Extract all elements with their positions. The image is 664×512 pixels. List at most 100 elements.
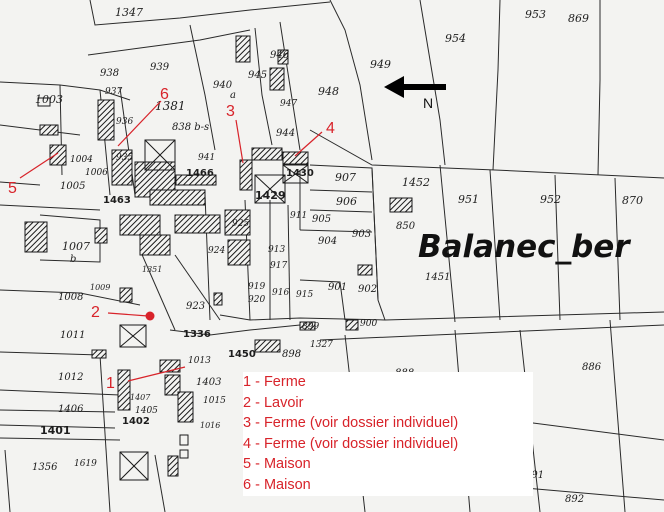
parcel-label: 1406 xyxy=(58,404,84,415)
parcel-label: 937 xyxy=(105,87,122,97)
parcel-label: 916 xyxy=(272,288,289,298)
parcel-label: 911 xyxy=(290,211,307,221)
buildings xyxy=(24,35,413,477)
parcel-label: 901 xyxy=(328,282,347,293)
parcel-label: 949 xyxy=(370,58,391,71)
parcel-label: 1430 xyxy=(286,168,314,179)
parcel-label: 945 xyxy=(248,70,267,81)
parcel-label: 1007 xyxy=(62,240,90,253)
parcel-label: 1336 xyxy=(183,329,211,340)
parcel-label: 924 xyxy=(208,246,225,256)
parcel-label: 952 xyxy=(540,193,561,206)
parcel-label: 1356 xyxy=(32,462,58,473)
parcel-label: 1351 xyxy=(142,265,162,274)
parcel-label: 940 xyxy=(213,80,233,91)
place-name: Balanec_ber xyxy=(418,229,631,265)
marker-3: 3 xyxy=(226,103,235,120)
parcel-label: 920 xyxy=(248,295,265,305)
parcel-label: 1407 xyxy=(130,393,151,402)
parcel-label: 915 xyxy=(296,290,313,300)
parcel-label: 900 xyxy=(360,319,377,329)
legend-item-6: 6 - Maison xyxy=(243,476,311,493)
parcel-label: 838 b-s xyxy=(172,122,209,133)
legend-item-3: 3 - Ferme (voir dossier individuel) xyxy=(243,415,459,432)
parcel-label: 1005 xyxy=(60,181,85,192)
parcel-label: 850 xyxy=(396,221,416,232)
north-arrow-icon: N xyxy=(384,76,446,111)
parcel-label: 1003 xyxy=(35,93,63,106)
parcel-label: 936 xyxy=(116,117,133,127)
outlined-buildings xyxy=(37,97,309,481)
parcel-label: 899 xyxy=(302,322,319,332)
lavoir-dot xyxy=(145,311,155,321)
parcel-label: 1015 xyxy=(203,396,226,406)
parcel-label: 919 xyxy=(248,282,265,292)
parcel-label: 1429 xyxy=(255,189,286,202)
parcel-label: 1327 xyxy=(310,340,333,350)
parcel-label: 951 xyxy=(458,193,479,206)
parcel-label: 1381 xyxy=(155,99,186,113)
parcel-label: 905 xyxy=(312,214,331,225)
parcel-label: 1009 xyxy=(90,283,110,292)
parcel-label: 1004 xyxy=(70,155,93,165)
marker-4: 4 xyxy=(326,120,335,137)
parcel-label: 946 xyxy=(270,50,290,61)
marker-1: 1 xyxy=(106,375,115,392)
legend-item-1: 1 - Ferme xyxy=(243,374,306,390)
parcel-label: 892 xyxy=(565,494,584,505)
parcel-label: 939 xyxy=(150,62,170,73)
parcel-label: 1402 xyxy=(122,416,150,427)
parcel-label: a xyxy=(230,90,236,101)
parcel-label: 913 xyxy=(268,245,285,255)
parcel-label: 1011 xyxy=(60,330,85,341)
parcel-label: 948 xyxy=(318,85,339,98)
parcel-label: 935 xyxy=(116,153,133,163)
parcel-label: 1016 xyxy=(200,421,220,430)
parcel-label: 907 xyxy=(335,171,356,184)
parcel-label: 917 xyxy=(270,261,287,271)
parcel-label: 954 xyxy=(445,32,466,45)
parcel-label: 923 xyxy=(186,301,205,312)
parcel-label: 1452 xyxy=(402,176,430,189)
parcel-label: 1012 xyxy=(58,372,83,383)
legend-item-5: 5 - Maison xyxy=(243,456,311,473)
marker-5: 5 xyxy=(8,180,17,197)
parcel-label: 944 xyxy=(276,128,295,139)
parcel-label: 1403 xyxy=(196,377,221,388)
marker-2: 2 xyxy=(91,304,100,321)
parcel-label: 891 xyxy=(525,470,544,481)
north-label: N xyxy=(423,95,433,111)
parcel-label: 903 xyxy=(352,229,371,240)
parcel-label: 906 xyxy=(336,195,357,208)
parcel-label: 947 xyxy=(280,99,297,109)
parcel-label: 898 xyxy=(282,349,301,360)
annotation-markers: 1 2 3 4 5 6 xyxy=(8,86,335,392)
parcel-label: 1463 xyxy=(103,195,131,206)
parcel-label: 904 xyxy=(318,236,337,247)
legend-item-2: 2 - Lavoir xyxy=(243,394,304,411)
parcel-label: 953 xyxy=(525,8,546,21)
parcel-label: 886 xyxy=(582,362,602,373)
parcel-label: 925 xyxy=(232,219,249,229)
parcel-label: 1450 xyxy=(228,349,256,360)
parcel-label: 869 xyxy=(568,12,589,25)
parcel-label: 870 xyxy=(622,194,643,207)
parcel-label: 1008 xyxy=(58,292,83,303)
parcel-label: 1401 xyxy=(40,424,71,437)
parcel-label: 1405 xyxy=(135,406,158,416)
parcel-label: 1451 xyxy=(425,272,450,283)
marker-6: 6 xyxy=(160,86,169,103)
parcel-label: 1347 xyxy=(115,6,143,19)
parcel-label: 1006 xyxy=(85,168,108,178)
parcel-label: 941 xyxy=(198,153,215,163)
parcel-label: 1013 xyxy=(188,356,211,366)
legend: 1 - Ferme 2 - Lavoir 3 - Ferme (voir dos… xyxy=(243,372,533,496)
annotation-lines xyxy=(19,100,323,382)
parcel-label: b xyxy=(70,254,76,265)
parcel-labels: 1347 953 869 954 939 938 940 946 945 a 9… xyxy=(32,6,643,505)
parcel-label: 1619 xyxy=(74,459,97,469)
parcel-label: 1466 xyxy=(186,168,214,179)
parcel-label: 902 xyxy=(358,284,377,295)
parcel-label: 938 xyxy=(100,68,119,79)
